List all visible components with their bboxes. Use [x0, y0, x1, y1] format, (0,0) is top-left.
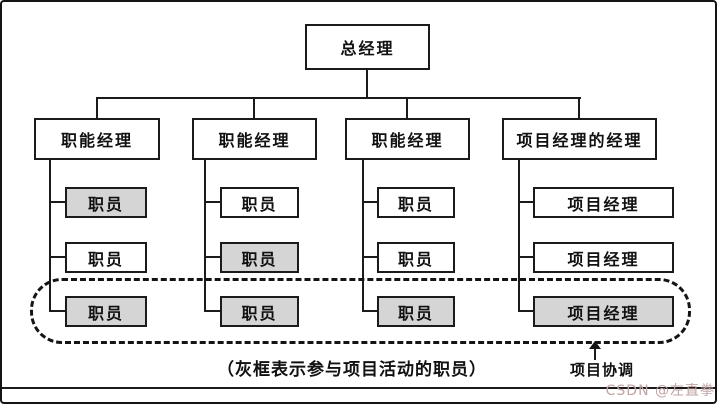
project-coordination-dashed-outline: [30, 278, 691, 344]
node-staff-col3-row2: 职员: [377, 242, 455, 273]
node-project-manager-row2: 项目经理: [533, 242, 674, 273]
connector-col1-row2: [49, 256, 66, 258]
connector-stub-manager-4: [578, 98, 580, 119]
node-staff-col2-row3: 职员: [220, 296, 299, 327]
node-label: 职员: [397, 249, 434, 269]
node-project-manager-row3: 项目经理: [533, 296, 674, 327]
connector-col4-row2: [518, 256, 534, 258]
connector-stub-manager-1: [96, 98, 98, 119]
node-label: 职员: [397, 194, 434, 214]
connector-col2-row2: [204, 256, 221, 258]
connector-col2-row3: [204, 310, 221, 312]
node-label: 职员: [397, 303, 434, 323]
node-label: 职员: [87, 303, 124, 323]
node-functional-manager-1: 职能经理: [34, 118, 160, 160]
node-label: 职员: [87, 249, 124, 269]
node-label: 职员: [241, 303, 278, 323]
connector-col1-row1: [49, 201, 66, 203]
connector-root-stem: [366, 68, 368, 98]
connector-trunk-col-1: [49, 158, 51, 312]
node-staff-col1-row1: 职员: [65, 187, 147, 218]
node-label: 项目经理: [567, 303, 640, 323]
legend-caption: （灰框表示参与项目活动的职员）: [217, 360, 487, 380]
node-project-manager-row1: 项目经理: [533, 187, 674, 218]
node-functional-manager-2: 职能经理: [192, 118, 317, 160]
connector-trunk-col-4: [518, 158, 520, 312]
node-label: 总经理: [340, 39, 395, 58]
connector-col4-row1: [518, 201, 534, 203]
connector-col3-row1: [362, 201, 378, 203]
node-label: 项目经理: [567, 249, 640, 269]
node-staff-col2-row1: 职员: [220, 187, 299, 218]
connector-col4-row3: [518, 310, 534, 312]
connector-trunk-col-3: [362, 158, 364, 312]
node-label: 职员: [87, 194, 124, 214]
node-staff-col1-row3: 职员: [65, 296, 147, 327]
connector-stub-manager-2: [253, 98, 255, 119]
connector-col2-row1: [204, 201, 221, 203]
connector-col1-row3: [49, 310, 66, 312]
node-staff-col3-row1: 职员: [377, 187, 455, 218]
node-manager-of-project-managers: 项目经理的经理: [502, 118, 657, 160]
watermark-text: CSDN @左直拳: [605, 383, 715, 399]
connector-trunk-col-2: [204, 158, 206, 312]
node-label: 职能经理: [60, 131, 133, 150]
node-staff-col2-row2: 职员: [220, 242, 299, 273]
node-general-manager: 总经理: [305, 24, 430, 70]
footer-divider-line: [2, 387, 715, 389]
node-label: 职员: [241, 194, 278, 214]
node-label: 项目经理的经理: [516, 131, 643, 150]
coordination-arrow-stem: [594, 348, 596, 360]
connector-main-horizontal: [96, 97, 581, 99]
node-label: 职员: [241, 249, 278, 269]
node-staff-col1-row2: 职员: [65, 242, 147, 273]
connector-col3-row2: [362, 256, 378, 258]
node-label: 职能经理: [218, 131, 291, 150]
connector-col3-row3: [362, 310, 378, 312]
connector-stub-manager-3: [406, 98, 408, 119]
coordination-label: 项目协调: [569, 361, 634, 379]
up-arrow-icon: [589, 341, 601, 349]
node-staff-col3-row3: 职员: [377, 296, 455, 327]
node-label: 职能经理: [371, 131, 444, 150]
node-functional-manager-3: 职能经理: [345, 118, 470, 160]
node-label: 项目经理: [567, 194, 640, 214]
